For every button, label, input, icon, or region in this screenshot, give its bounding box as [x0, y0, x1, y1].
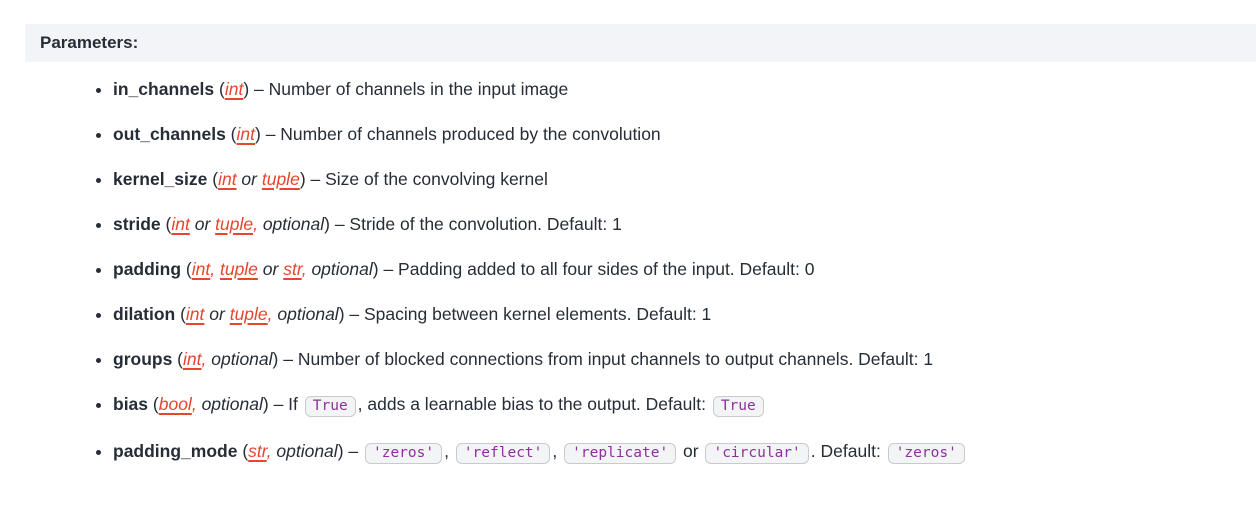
type-link-int[interactable]: int: [185, 304, 205, 324]
type-link-tuple[interactable]: tuple: [229, 304, 268, 324]
param-text: (: [148, 394, 159, 414]
type-link-int[interactable]: int: [183, 349, 202, 369]
param-text: ,: [253, 214, 263, 234]
param-item-in_channels: in_channels (int) – Number of channels i…: [113, 76, 1246, 102]
param-name: kernel_size: [113, 169, 208, 189]
type-link-tuple[interactable]: tuple: [219, 259, 258, 279]
param-text: (: [225, 124, 237, 144]
param-text: ,: [267, 304, 278, 324]
param-item-padding: padding (int, tuple or str, optional) – …: [113, 256, 1246, 282]
type-link-tuple[interactable]: tuple: [215, 214, 254, 234]
param-name: dilation: [113, 304, 176, 324]
param-text: ) – Spacing between kernel elements. Def…: [338, 304, 712, 324]
param-text: or: [189, 214, 216, 234]
param-text: ,: [210, 259, 220, 279]
parameters-list: in_channels (int) – Number of channels i…: [0, 76, 1256, 466]
param-item-dilation: dilation (int or tuple, optional) – Spac…: [113, 301, 1246, 327]
param-name: out_channels: [113, 124, 226, 144]
param-text: optional: [262, 214, 325, 234]
code-literal: 'zeros': [887, 443, 965, 464]
type-link-str[interactable]: str: [248, 441, 267, 461]
param-text: ,: [552, 441, 563, 461]
code-literal: 'replicate': [564, 443, 677, 464]
type-link-tuple[interactable]: tuple: [261, 169, 300, 189]
type-link-int[interactable]: int: [224, 79, 244, 99]
code-literal: True: [712, 396, 764, 417]
type-link-int[interactable]: int: [171, 214, 190, 234]
param-text: ,: [266, 441, 277, 461]
parameters-header: Parameters:: [25, 24, 1256, 62]
param-text: (: [214, 79, 225, 99]
type-link-int[interactable]: int: [191, 259, 211, 279]
param-text: optional: [276, 441, 338, 461]
param-text: (: [237, 441, 249, 461]
type-link-int[interactable]: int: [236, 124, 255, 144]
param-text: ) – If: [262, 394, 303, 414]
param-text: (: [181, 259, 192, 279]
param-text: or: [236, 169, 262, 189]
code-literal: 'zeros': [364, 443, 443, 464]
param-text: or: [678, 441, 704, 461]
param-text: ) – Stride of the convolution. Default: …: [324, 214, 622, 234]
param-text: ) – Size of the convolving kernel: [299, 169, 548, 189]
type-link-bool[interactable]: bool: [158, 394, 192, 414]
param-text: ) – Padding added to all four sides of t…: [372, 259, 815, 279]
param-item-out_channels: out_channels (int) – Number of channels …: [113, 121, 1246, 147]
param-text: ,: [444, 441, 454, 461]
param-item-padding_mode: padding_mode (str, optional) – 'zeros', …: [113, 438, 1246, 466]
param-name: in_channels: [113, 79, 215, 99]
param-text: (: [175, 304, 186, 324]
param-text: (: [172, 349, 184, 369]
code-literal: True: [304, 396, 356, 417]
param-item-bias: bias (bool, optional) – If True, adds a …: [113, 391, 1246, 419]
param-text: (: [160, 214, 172, 234]
param-text: ) – Number of channels produced by the c…: [255, 124, 661, 144]
param-name: stride: [113, 214, 161, 234]
param-text: ) –: [337, 441, 363, 461]
param-text: optional: [311, 259, 373, 279]
param-name: padding: [113, 259, 182, 279]
param-text: ,: [301, 259, 312, 279]
parameters-section: Parameters: in_channels (int) – Number o…: [0, 24, 1256, 466]
type-link-int[interactable]: int: [218, 169, 237, 189]
param-name: groups: [113, 349, 173, 369]
param-text: optional: [201, 394, 263, 414]
param-text: ,: [191, 394, 202, 414]
param-name: bias: [113, 394, 149, 414]
param-text: ) – Number of blocked connections from i…: [272, 349, 934, 369]
param-item-kernel_size: kernel_size (int or tuple) – Size of the…: [113, 166, 1246, 192]
param-text: (: [207, 169, 219, 189]
param-text: or: [204, 304, 230, 324]
param-text: , adds a learnable bias to the output. D…: [357, 394, 711, 414]
param-text: or: [257, 259, 284, 279]
param-name: padding_mode: [113, 441, 238, 461]
param-text: optional: [211, 349, 273, 369]
param-item-groups: groups (int, optional) – Number of block…: [113, 346, 1246, 372]
code-literal: 'circular': [705, 443, 809, 464]
param-text: optional: [277, 304, 339, 324]
param-text: ) – Number of channels in the input imag…: [243, 79, 569, 99]
code-literal: 'reflect': [455, 443, 551, 464]
param-text: . Default:: [810, 441, 886, 461]
param-item-stride: stride (int or tuple, optional) – Stride…: [113, 211, 1246, 237]
param-text: ,: [201, 349, 212, 369]
type-link-str[interactable]: str: [283, 259, 302, 279]
